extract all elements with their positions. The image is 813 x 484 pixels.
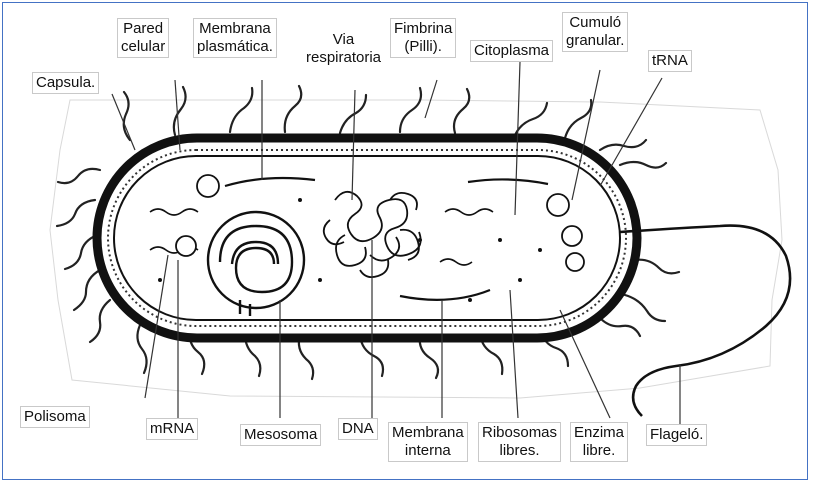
label-mesosoma: Mesosoma [240, 424, 321, 446]
label-trna: tRNA [648, 50, 692, 72]
label-citoplasma: Citoplasma [470, 40, 553, 62]
label-flagelo: Flageló. [646, 424, 707, 446]
label-polisoma: Polisoma [20, 406, 90, 428]
label-mrna: mRNA [146, 418, 198, 440]
label-capsula: Capsula. [32, 72, 99, 94]
label-fimbrina: Fimbrina(Pilli). [390, 18, 456, 58]
label-dna: DNA [338, 418, 378, 440]
